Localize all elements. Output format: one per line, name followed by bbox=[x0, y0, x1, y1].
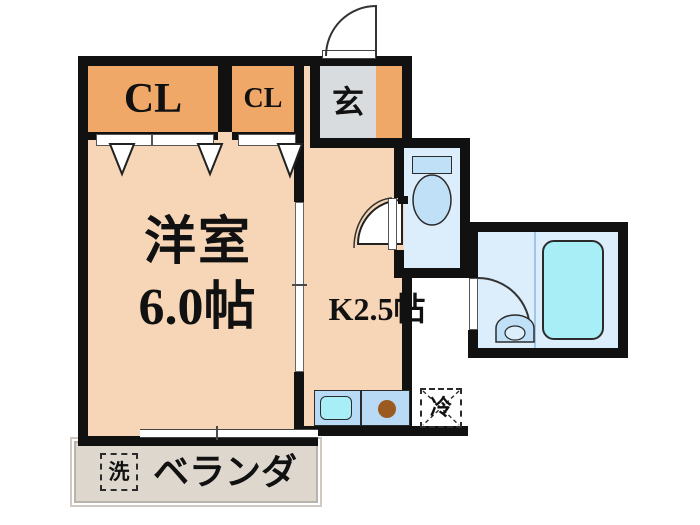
wall-entrance-left bbox=[310, 56, 320, 138]
kitchen-sink bbox=[320, 396, 352, 420]
stove-burner bbox=[378, 400, 396, 418]
wall-closet-divider bbox=[218, 66, 232, 132]
living-room-size-label: 6.0帖 bbox=[138, 279, 256, 336]
closet-small-label: CL bbox=[243, 83, 283, 114]
wall-bath-left-upper bbox=[468, 222, 478, 278]
wall-bath-top bbox=[468, 222, 628, 232]
living-room-label: 洋室 bbox=[143, 214, 252, 271]
wash-basin bbox=[495, 314, 535, 343]
kitchen-door-jamb bbox=[398, 196, 408, 204]
wall-toilet-top bbox=[394, 138, 470, 148]
wall-toilet-left bbox=[394, 138, 404, 198]
bathtub bbox=[542, 240, 604, 340]
closet-door-right[interactable] bbox=[238, 134, 296, 146]
wall-toilet-bottom bbox=[394, 268, 470, 278]
closet-large bbox=[88, 66, 218, 132]
wall-living-kitchen-upper bbox=[294, 56, 304, 202]
wall-left bbox=[78, 56, 88, 446]
toilet-tank bbox=[412, 156, 452, 174]
wall-toilet-right bbox=[460, 138, 470, 278]
veranda-label: ベランダ bbox=[152, 452, 297, 492]
wall-top bbox=[78, 56, 412, 66]
closet-large-label: CL bbox=[123, 76, 183, 122]
washing-machine-space bbox=[100, 453, 138, 491]
kitchen-label: K2.5帖 bbox=[328, 291, 426, 327]
refrigerator-label: 冷 bbox=[429, 395, 452, 420]
refrigerator-space bbox=[420, 388, 462, 428]
wall-bottom-kitchen bbox=[304, 426, 468, 436]
entrance-label: 玄 bbox=[331, 84, 364, 120]
wall-kitchen-right-upper bbox=[402, 56, 412, 148]
entrance-tile bbox=[320, 66, 376, 138]
wall-bath-bottom bbox=[468, 348, 628, 358]
washing-machine-label: 洗 bbox=[108, 459, 130, 484]
wall-kitchen-right-lower bbox=[402, 268, 412, 436]
bathroom-wet-divider bbox=[534, 232, 536, 348]
wall-bath-right bbox=[618, 222, 628, 358]
veranda-sliding-glass-door[interactable] bbox=[140, 429, 318, 438]
toilet-bowl bbox=[412, 174, 452, 226]
shoe-closet bbox=[376, 66, 406, 138]
closet-door-fold-markers bbox=[108, 143, 304, 179]
toilet-door-panel[interactable] bbox=[388, 198, 397, 250]
wall-entrance-bottom bbox=[310, 138, 412, 148]
refrigerator-cross-marks bbox=[422, 390, 460, 426]
kitchen-counter-divider bbox=[360, 390, 362, 426]
toilet-door-swing bbox=[353, 197, 393, 249]
sliding-door-overlap-mark bbox=[292, 284, 307, 286]
wall-toilet-left-lower bbox=[394, 250, 404, 278]
veranda-door-overlap-mark bbox=[216, 426, 218, 440]
living-kitchen-sliding-door[interactable] bbox=[295, 202, 304, 372]
wall-living-kitchen-lower bbox=[294, 372, 304, 436]
bathroom-door-panel[interactable] bbox=[469, 278, 478, 330]
entrance-door-swing bbox=[325, 4, 377, 57]
closet-small bbox=[232, 66, 294, 132]
wall-bottom-living bbox=[78, 436, 318, 446]
wall-bath-left-lower bbox=[468, 330, 478, 358]
